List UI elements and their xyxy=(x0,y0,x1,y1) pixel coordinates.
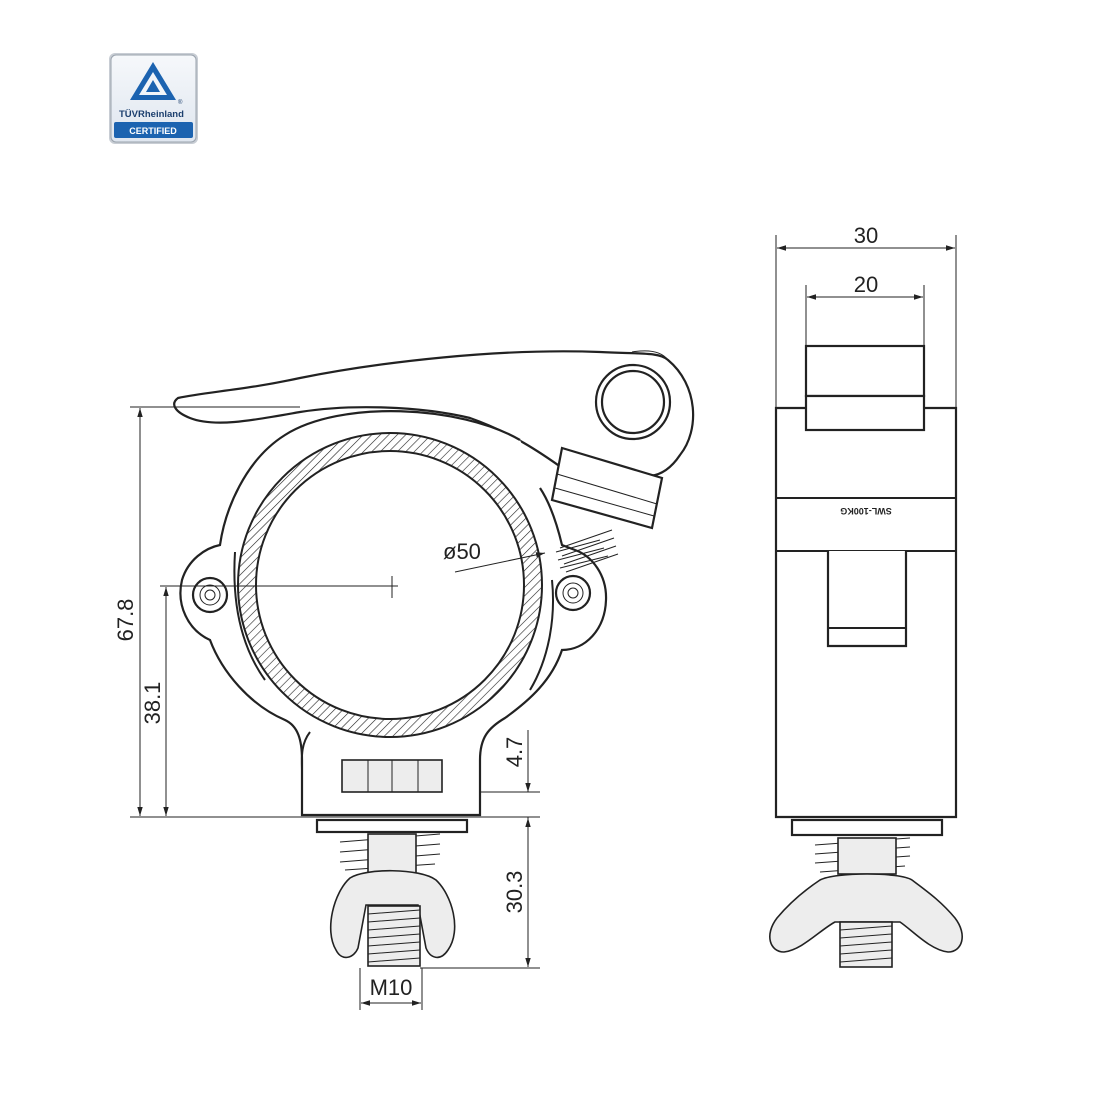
latch-spring xyxy=(555,529,619,573)
dim-width-inner: 20 xyxy=(854,272,878,297)
bolt-thread xyxy=(367,905,421,967)
badge-registered-mark: ® xyxy=(178,99,183,106)
badge-certified-text: CERTIFIED xyxy=(129,126,177,136)
dim-bolt-size: M10 xyxy=(370,975,413,1000)
dim-bolt-length: 30.3 xyxy=(502,871,527,914)
latch-block xyxy=(550,446,664,530)
side-engraving: SWL-100KG xyxy=(840,506,892,516)
side-latch-top xyxy=(804,344,926,398)
washer xyxy=(315,818,469,834)
hex-nut xyxy=(341,759,443,793)
side-notch xyxy=(826,551,908,648)
side-bolt-thread xyxy=(839,921,893,968)
dim-nut-height: 4.7 xyxy=(502,737,527,768)
badge-brand-text: TÜVRheinland xyxy=(119,109,184,120)
dim-height-total: 67.8 xyxy=(113,599,138,642)
dim-width-total: 30 xyxy=(854,223,878,248)
right-ear-bolt xyxy=(554,574,592,612)
tube-section xyxy=(237,432,543,738)
left-ear-bolt xyxy=(191,576,229,614)
dim-height-center: 38.1 xyxy=(140,682,165,725)
lever-handle xyxy=(173,350,695,478)
dim-tube-diameter: ø50 xyxy=(443,539,481,564)
front-view: ø50 67.8 38.1 4.7 30.3 M10 xyxy=(113,350,695,1010)
side-wing-nut xyxy=(769,873,963,953)
tuv-certified-badge: TÜVRheinland ® CERTIFIED xyxy=(109,53,198,144)
tuv-triangle-icon xyxy=(130,62,176,100)
side-view: SWL-100KG 30 20 xyxy=(769,223,963,968)
wing-nut xyxy=(329,869,456,959)
badge-certified-bar xyxy=(114,122,193,138)
